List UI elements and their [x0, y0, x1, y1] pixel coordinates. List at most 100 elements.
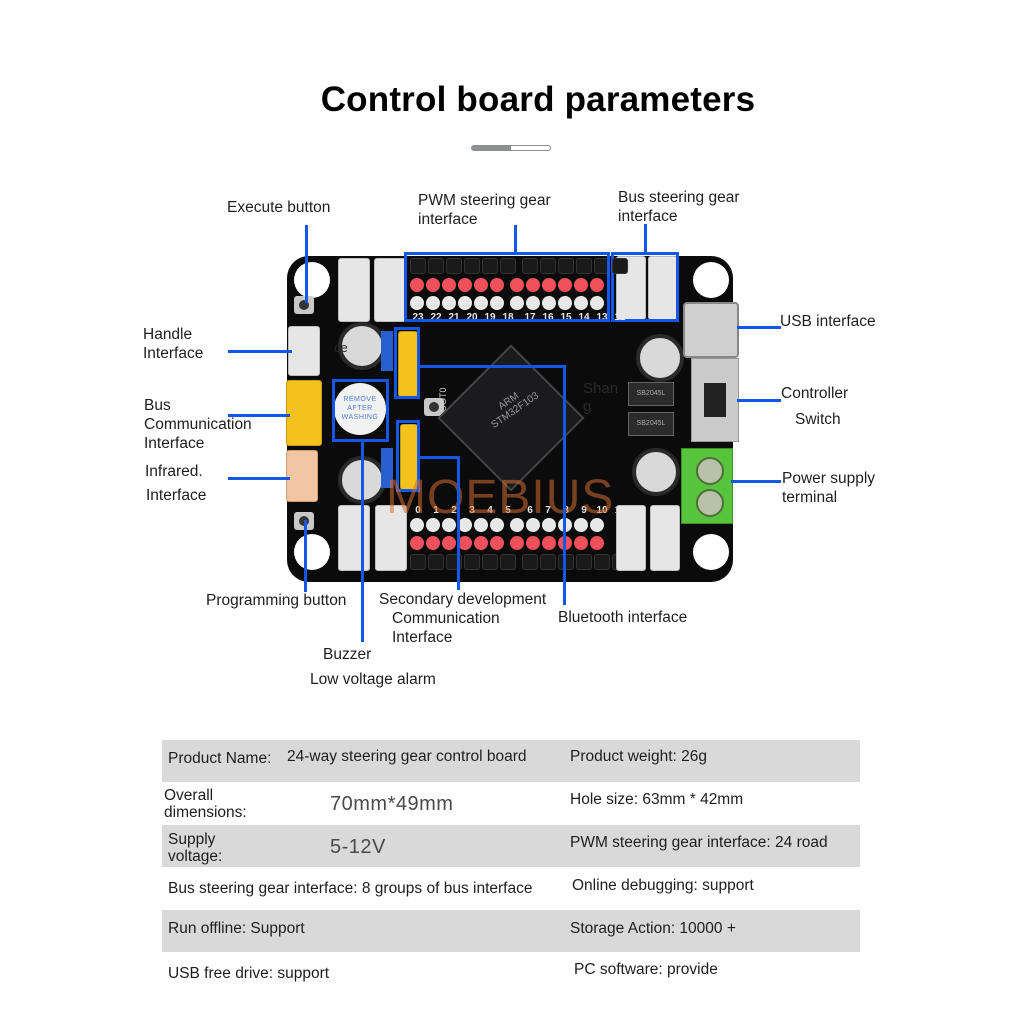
header-pin — [590, 296, 604, 310]
label-bus-interface: Bus steering gear interface — [618, 188, 740, 226]
header-pin — [510, 518, 524, 532]
header-pin — [542, 536, 556, 550]
header-pin — [576, 554, 592, 570]
header-pin — [426, 536, 440, 550]
spec-left: Bus steering gear interface: 8 groups of… — [168, 880, 533, 897]
header-pin — [458, 296, 472, 310]
spec-value: 24-way steering gear control board — [287, 748, 527, 765]
label-infrared: Infrared. — [145, 463, 203, 480]
spec-right: Storage Action: 10000 + — [570, 920, 736, 937]
mount-hole — [693, 534, 729, 570]
header-pin — [442, 296, 456, 310]
callout-line-secondary-v — [457, 456, 460, 590]
pin-number-label: 5 — [505, 505, 511, 516]
header-pin — [490, 278, 504, 292]
servo-connector — [375, 505, 407, 571]
label-programming-button: Programming button — [206, 592, 347, 609]
pin-number-label: 21 — [448, 312, 460, 323]
label-line: Bus steering gear — [618, 189, 740, 206]
spec-value: 70mm*49mm — [330, 793, 454, 815]
pin-number-label: 19 — [484, 312, 496, 323]
label-line: PWM steering gear — [418, 192, 551, 209]
header-pin — [426, 296, 440, 310]
header-pin — [522, 554, 538, 570]
spec-row: Bus steering gear interface: 8 groups of… — [162, 867, 860, 910]
header-pin — [446, 258, 462, 274]
header-pin — [526, 278, 540, 292]
header-pin — [410, 536, 424, 550]
pin-number-label: 20 — [466, 312, 478, 323]
header-pin — [410, 296, 424, 310]
header-pin — [574, 296, 588, 310]
pwm-interface-highlight — [404, 252, 610, 322]
capacitor — [338, 322, 386, 370]
header-pin — [574, 278, 588, 292]
header-pin — [542, 278, 556, 292]
header-pin — [576, 258, 592, 274]
pwm-pin-header-bottom: 01234567891011 — [410, 505, 628, 570]
servo-connector — [338, 505, 370, 571]
header-pin — [558, 258, 574, 274]
header-pin — [482, 258, 498, 274]
header-pin — [474, 296, 488, 310]
header-pin — [590, 278, 604, 292]
header-pin — [410, 518, 424, 532]
spec-label-line: voltage: — [168, 848, 223, 865]
header-pin — [612, 258, 628, 274]
callout-line-programming — [304, 520, 307, 592]
header-pin — [574, 536, 588, 550]
pin-number-label: 4 — [487, 505, 493, 516]
bluetooth-highlight — [394, 327, 420, 399]
pin-number-label: 17 — [524, 312, 536, 323]
pin-number-label: 8 — [563, 505, 569, 516]
header-pin — [458, 278, 472, 292]
jumper-header — [381, 331, 393, 371]
label-line: interface — [618, 208, 678, 225]
mount-hole — [693, 262, 729, 298]
header-pin — [464, 258, 480, 274]
spec-row: Overall dimensions: 70mm*49mm Hole size:… — [162, 782, 860, 825]
label-line: Power supply — [782, 470, 876, 487]
pin-number-label: 14 — [578, 312, 590, 323]
divider-fill — [472, 146, 511, 150]
header-pin — [458, 518, 472, 532]
pin-number-label: 16 — [542, 312, 554, 323]
header-pin — [558, 296, 572, 310]
usb-c-port — [683, 302, 739, 358]
callout-line-power — [731, 480, 781, 483]
spec-label-line: dimensions: — [164, 804, 247, 821]
header-pin — [500, 554, 516, 570]
stray-text: g — [583, 398, 592, 415]
bus-communication-connector — [286, 380, 322, 446]
pin-number-label: 13 — [596, 312, 608, 323]
header-pin — [540, 554, 556, 570]
page-title: Control board parameters — [320, 80, 756, 119]
header-pin — [482, 554, 498, 570]
switch-knob — [704, 383, 726, 417]
spec-row: Product Name: 24-way steering gear contr… — [162, 740, 860, 782]
callout-line-switch — [737, 399, 781, 402]
header-pin — [558, 554, 574, 570]
label-line: interface — [418, 211, 478, 228]
header-pin — [526, 536, 540, 550]
label-power-supply: Power supply terminal — [782, 469, 875, 507]
callout-line-bus — [644, 224, 647, 254]
power-switch-component — [691, 358, 739, 442]
header-pin — [474, 518, 488, 532]
buzzer-sticker-line: AFTER — [347, 405, 373, 412]
label-line: Interface — [143, 345, 204, 362]
diode: SB2045L — [628, 382, 674, 406]
pin-number-label: 15 — [560, 312, 572, 323]
label-infrared-interface: Interface — [146, 487, 207, 504]
label-line: Handle — [143, 326, 193, 343]
pin-number-label: 9 — [581, 505, 587, 516]
servo-connector — [374, 258, 406, 322]
header-pin — [522, 258, 538, 274]
header-pin — [442, 518, 456, 532]
pin-number-label: 18 — [502, 312, 514, 323]
terminal-screw — [696, 489, 724, 517]
spec-label: Supply voltage: — [168, 831, 222, 865]
header-pin — [474, 278, 488, 292]
callout-line-bluetooth-h — [418, 365, 566, 368]
